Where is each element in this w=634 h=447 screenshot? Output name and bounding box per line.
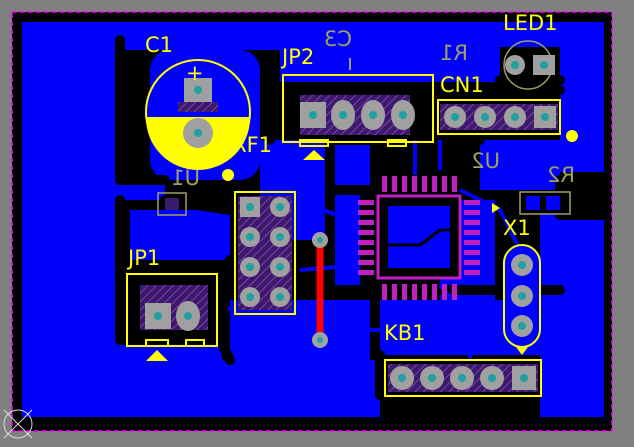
component-kb1[interactable] bbox=[384, 359, 542, 397]
label-c1: C1 bbox=[145, 33, 173, 57]
component-x1[interactable] bbox=[503, 244, 541, 355]
component-rf1[interactable] bbox=[234, 191, 296, 315]
label-cn1: CN1 bbox=[440, 73, 484, 97]
label-r1: R1 bbox=[440, 41, 468, 65]
via-hole bbox=[317, 337, 323, 343]
label-led1: LED1 bbox=[503, 11, 558, 35]
label-c3: C3 bbox=[324, 27, 352, 51]
label-x1: X1 bbox=[503, 216, 531, 240]
via-hole bbox=[317, 237, 323, 243]
label-rf1: RF1 bbox=[232, 133, 272, 157]
component-r2[interactable] bbox=[519, 191, 571, 215]
label-jp2: JP2 bbox=[280, 45, 314, 69]
label-u2: U2 bbox=[471, 149, 500, 173]
bottom-traces bbox=[227, 140, 522, 360]
component-jp1[interactable] bbox=[126, 273, 218, 361]
pin1-marker bbox=[566, 130, 578, 142]
component-cn1[interactable] bbox=[437, 99, 561, 135]
c1-polarity-mark: + bbox=[186, 61, 204, 85]
component-led1[interactable] bbox=[503, 40, 555, 90]
component-jp2[interactable] bbox=[282, 74, 434, 160]
component-u1[interactable] bbox=[157, 192, 187, 216]
component-u2[interactable] bbox=[358, 176, 500, 300]
label-jp1: JP1 bbox=[126, 246, 160, 270]
board-outline[interactable] bbox=[11, 11, 613, 432]
origin-crosshair-icon bbox=[3, 409, 33, 439]
label-r2: R2 bbox=[547, 163, 575, 187]
label-kb1: KB1 bbox=[384, 321, 426, 345]
component-c1[interactable]: + bbox=[145, 59, 251, 170]
pin1-marker bbox=[222, 169, 234, 181]
label-u1: U1 bbox=[171, 166, 200, 190]
